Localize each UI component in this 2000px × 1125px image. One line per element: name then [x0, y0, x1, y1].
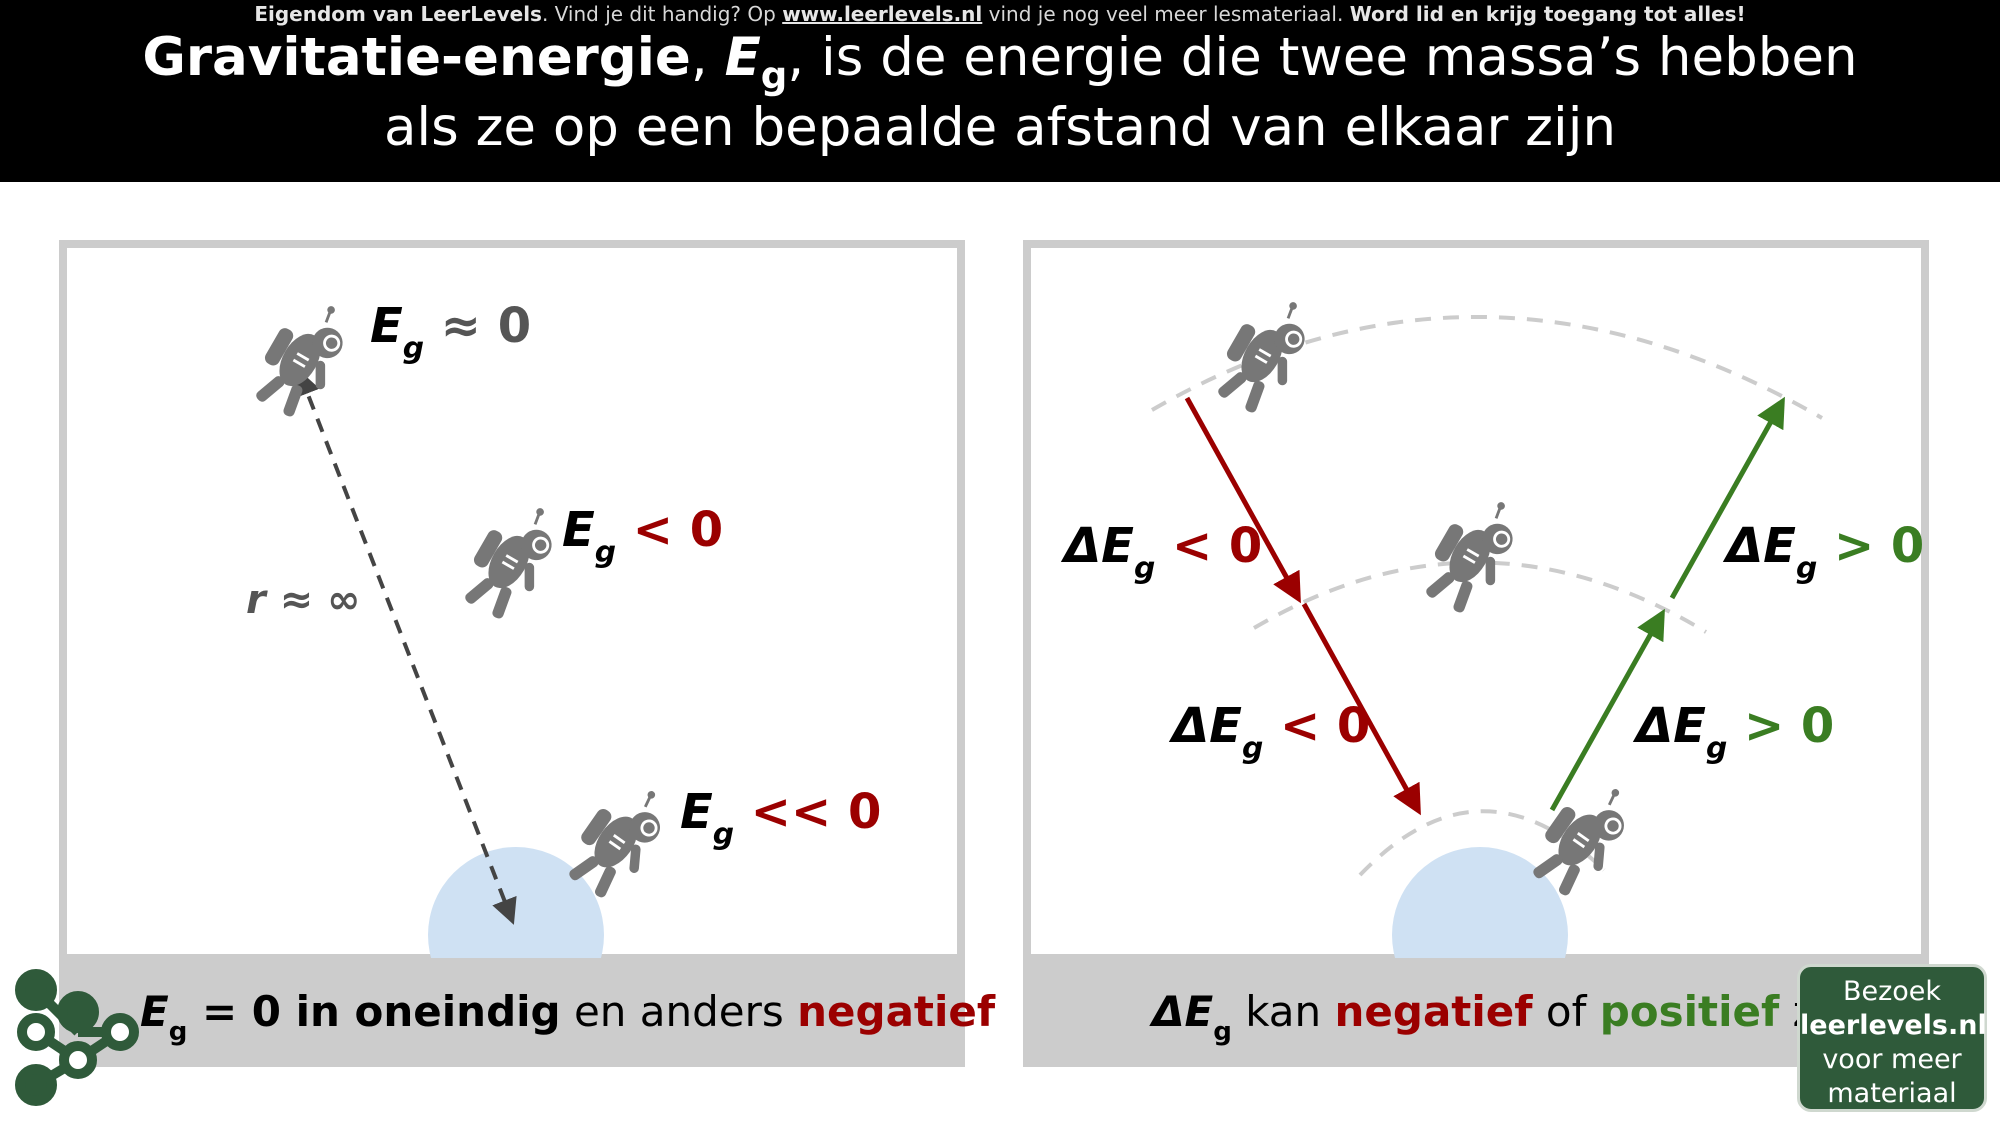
- symbol: ΔE: [1636, 698, 1706, 754]
- arrow-up-2: [1669, 396, 1785, 600]
- banner-text-1: . Vind je dit handig? Op: [541, 2, 783, 26]
- subscript: g: [168, 1017, 188, 1048]
- title-sep: ,: [690, 27, 725, 88]
- caption-positive: positief: [1599, 987, 1780, 1036]
- orbit-outer: [1150, 315, 1824, 420]
- caption-text-1: kan: [1231, 987, 1335, 1036]
- arrow-down-2: [1301, 602, 1421, 816]
- distance-arrow: [295, 369, 517, 925]
- right-panel-footer: [1031, 954, 1921, 1059]
- label-eg-negative: Eg < 0: [562, 502, 724, 570]
- relation: < 0: [616, 502, 724, 558]
- arrow-up-1: [1549, 608, 1665, 812]
- left-panel-footer: [67, 954, 957, 1059]
- symbol: E: [370, 298, 403, 354]
- caption-text-2: of: [1532, 987, 1600, 1036]
- visit-leerlevels-button[interactable]: Bezoek leerlevels.nl voor meer materiaal: [1797, 964, 1987, 1112]
- visit-line4: materiaal: [1827, 1078, 1957, 1109]
- caption-negative: negatief: [797, 987, 996, 1036]
- subscript: g: [1705, 731, 1728, 767]
- right-caption: ΔEg kan negatief of positief zijn: [1152, 987, 1865, 1048]
- symbol: ΔE: [1172, 698, 1242, 754]
- symbol: E: [140, 987, 169, 1036]
- caption-normal: en anders: [560, 987, 798, 1036]
- visit-line1: Bezoek: [1842, 976, 1942, 1007]
- relation: ≈ 0: [424, 298, 532, 354]
- header: Eigendom van LeerLevels. Vind je dit han…: [0, 0, 2000, 182]
- title-symbol: E: [724, 27, 761, 88]
- relation: < 0: [1155, 518, 1263, 574]
- title-subscript: g: [760, 53, 788, 97]
- subscript: g: [1213, 1017, 1232, 1048]
- symbol: E: [680, 784, 713, 840]
- page-title-line1: Gravitatie-energie, Eg, is de energie di…: [0, 27, 2000, 97]
- visit-line3: voor meer: [1822, 1044, 1962, 1075]
- subscript: g: [1133, 551, 1156, 587]
- symbol: ΔE: [1726, 518, 1796, 574]
- banner-owner: Eigendom van LeerLevels: [254, 2, 542, 26]
- relation: > 0: [1727, 698, 1835, 754]
- subscript: g: [1795, 551, 1818, 587]
- label-delta-right-lower: ΔEg > 0: [1636, 698, 1835, 766]
- banner-text-2: vind je nog veel meer lesmateriaal.: [982, 2, 1350, 26]
- subscript: g: [594, 535, 617, 571]
- label-delta-left-lower: ΔEg < 0: [1172, 698, 1371, 766]
- label-delta-left-upper: ΔEg < 0: [1064, 518, 1263, 586]
- subscript: g: [1241, 731, 1264, 767]
- relation: << 0: [734, 784, 882, 840]
- title-term: Gravitatie-energie: [142, 27, 691, 88]
- relation: > 0: [1817, 518, 1925, 574]
- relation: < 0: [1263, 698, 1371, 754]
- astronaut-icon: [1204, 284, 1327, 425]
- leerlevels-logo-icon: [15, 969, 139, 1106]
- astronaut-icon: [242, 288, 365, 429]
- symbol: ΔE: [1152, 987, 1214, 1036]
- astronaut-icon: [1412, 484, 1535, 625]
- label-delta-right-upper: ΔEg > 0: [1726, 518, 1925, 586]
- banner-cta: Word lid en krijg toegang tot alles!: [1349, 2, 1746, 26]
- distance-label: r ≈ ∞: [246, 577, 361, 623]
- ownership-banner: Eigendom van LeerLevels. Vind je dit han…: [0, 2, 2000, 26]
- arrow-down-1: [1184, 396, 1301, 604]
- label-eg-approx-zero: Eg ≈ 0: [370, 298, 532, 366]
- subscript: g: [402, 331, 425, 367]
- orbit-middle: [1252, 560, 1708, 634]
- subscript: g: [712, 817, 735, 853]
- symbol: ΔE: [1064, 518, 1134, 574]
- banner-link[interactable]: www.leerlevels.nl: [782, 2, 983, 26]
- label-eg-much-negative: Eg << 0: [680, 784, 882, 852]
- title-rest: , is de energie die twee massa’s hebben: [787, 27, 1858, 88]
- left-caption: Eg = 0 in oneindig en anders negatief: [140, 987, 996, 1048]
- caption-bold: = 0 in oneindig: [187, 987, 561, 1036]
- symbol: E: [562, 502, 595, 558]
- page-title-line2: als ze op een bepaalde afstand van elkaa…: [383, 97, 1617, 158]
- visit-line2: leerlevels.nl: [1800, 1010, 1987, 1041]
- caption-negative: negatief: [1334, 987, 1533, 1036]
- planet-icon: [1392, 847, 1568, 958]
- astronaut-icon: [451, 490, 574, 631]
